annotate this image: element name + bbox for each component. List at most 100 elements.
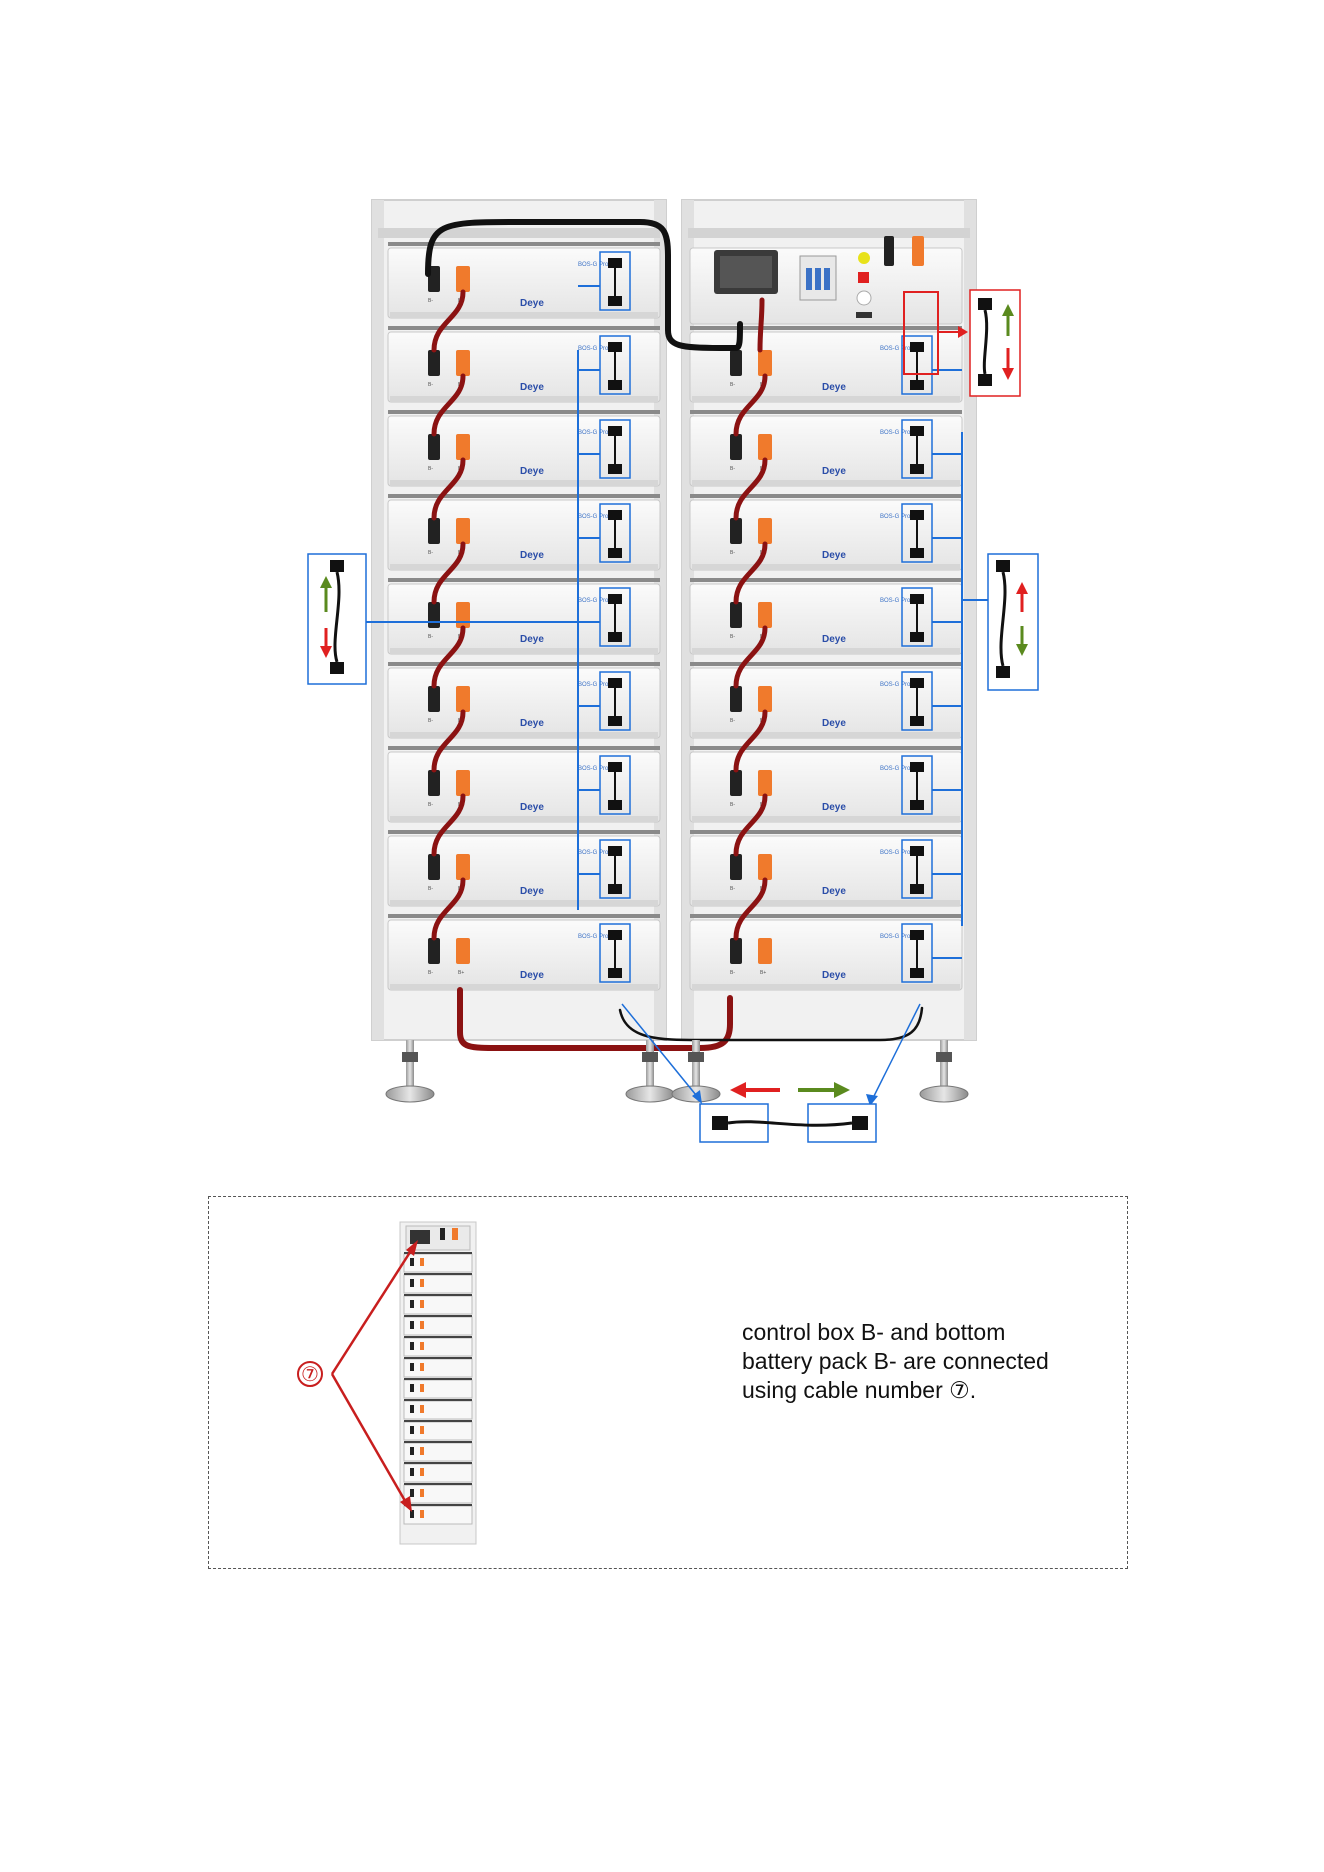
note-line-3: using cable number ⑦. bbox=[742, 1377, 977, 1403]
deye-logo: Deye bbox=[822, 802, 846, 813]
terminal-positive bbox=[456, 266, 470, 292]
terminal-positive bbox=[456, 350, 470, 376]
comm-port-bottom bbox=[608, 716, 622, 726]
terminal-positive bbox=[758, 602, 772, 628]
comm-port-highlight bbox=[599, 671, 631, 731]
terminal-negative-label: B- bbox=[730, 718, 735, 724]
series-cable-left-5 bbox=[431, 625, 466, 689]
comm-bus-left bbox=[366, 285, 600, 910]
module-model-label: BOS-G Pro bbox=[578, 598, 609, 604]
shelf-rail bbox=[690, 326, 962, 330]
terminal-negative bbox=[730, 686, 742, 712]
terminal-positive bbox=[456, 938, 470, 964]
terminal-negative bbox=[428, 854, 440, 880]
comm-port-bottom bbox=[910, 380, 924, 390]
series-cable-right-3 bbox=[733, 541, 768, 605]
series-cable-right-7 bbox=[733, 877, 768, 941]
comm-port-highlight bbox=[901, 923, 933, 983]
shelf-rail bbox=[690, 662, 962, 666]
series-cable-right-2 bbox=[733, 457, 768, 521]
mini-battery-module-2 bbox=[403, 1273, 473, 1294]
shelf-rail bbox=[388, 914, 660, 918]
mini-battery-module-6 bbox=[403, 1357, 473, 1378]
comm-port-highlight bbox=[901, 755, 933, 815]
series-cable-right-1 bbox=[733, 373, 768, 437]
comm-port-top bbox=[608, 762, 622, 772]
comm-port-top bbox=[608, 930, 622, 940]
terminal-positive bbox=[456, 434, 470, 460]
note-line-2: battery pack B- are connected bbox=[742, 1348, 1049, 1374]
arrow-down-icon bbox=[1016, 626, 1028, 656]
comm-port-top bbox=[608, 846, 622, 856]
terminal-positive bbox=[758, 350, 772, 376]
terminal-negative-label: B- bbox=[428, 550, 433, 556]
deye-logo: Deye bbox=[822, 970, 846, 981]
shelf-rail bbox=[388, 746, 660, 750]
power-button-red bbox=[858, 272, 869, 283]
cable-number-label: ⑦ bbox=[301, 1362, 319, 1386]
deye-logo: Deye bbox=[822, 634, 846, 645]
shelf-rail bbox=[690, 830, 962, 834]
cable-number-badge bbox=[297, 1361, 323, 1387]
callout-left bbox=[307, 553, 367, 685]
comm-port-bottom bbox=[910, 464, 924, 474]
arrow-left-icon bbox=[730, 1082, 780, 1098]
shelf-rail bbox=[388, 494, 660, 498]
comm-port-highlight bbox=[599, 839, 631, 899]
series-cable-left-3 bbox=[431, 457, 466, 521]
mini-battery-module-9 bbox=[403, 1420, 473, 1441]
main-terminal-positive bbox=[912, 236, 924, 266]
terminal-negative bbox=[428, 350, 440, 376]
module-model-label: BOS-G Pro bbox=[578, 934, 609, 940]
circuit-breaker bbox=[799, 255, 837, 301]
callout-bottom bbox=[621, 1003, 921, 1143]
terminal-negative bbox=[428, 686, 440, 712]
communication-links bbox=[366, 285, 988, 959]
deye-logo: Deye bbox=[822, 466, 846, 477]
mini-battery-module-3 bbox=[403, 1294, 473, 1315]
deye-logo: Deye bbox=[520, 466, 544, 477]
module-model-label: BOS-G Pro bbox=[880, 850, 911, 856]
terminal-negative bbox=[428, 770, 440, 796]
comm-port-highlight bbox=[901, 503, 933, 563]
comm-port-top bbox=[608, 426, 622, 436]
module-model-label: BOS-G Pro bbox=[880, 346, 911, 352]
shelf-rail bbox=[690, 578, 962, 582]
terminal-positive bbox=[758, 770, 772, 796]
comm-port-top bbox=[608, 678, 622, 688]
shelf-rail bbox=[388, 830, 660, 834]
control-box-positive-cable bbox=[757, 297, 765, 353]
terminal-negative bbox=[428, 938, 440, 964]
deye-logo: Deye bbox=[520, 550, 544, 561]
comm-port-bottom bbox=[608, 884, 622, 894]
terminal-positive bbox=[758, 938, 772, 964]
terminal-negative bbox=[730, 434, 742, 460]
deye-logo: Deye bbox=[822, 718, 846, 729]
rack-feet bbox=[385, 1040, 969, 1103]
terminal-negative bbox=[730, 938, 742, 964]
status-indicator-yellow bbox=[858, 252, 870, 264]
comm-port-bottom bbox=[608, 632, 622, 642]
arrow-up-icon bbox=[1016, 582, 1028, 612]
terminal-negative bbox=[730, 518, 742, 544]
terminal-negative-label: B- bbox=[428, 382, 433, 388]
terminal-positive-label: B+ bbox=[760, 970, 766, 976]
arrow-down-icon bbox=[1002, 348, 1014, 380]
shelf-rail bbox=[690, 914, 962, 918]
mini-battery-module-13 bbox=[403, 1504, 473, 1525]
note-panel bbox=[208, 1196, 1128, 1569]
mini-battery-module-11 bbox=[403, 1462, 473, 1483]
callout-top-right bbox=[903, 289, 1021, 397]
series-cable-left-8 bbox=[431, 877, 466, 941]
terminal-negative-label: B- bbox=[428, 634, 433, 640]
terminal-positive bbox=[758, 686, 772, 712]
comm-port-highlight bbox=[599, 755, 631, 815]
terminal-positive bbox=[758, 854, 772, 880]
